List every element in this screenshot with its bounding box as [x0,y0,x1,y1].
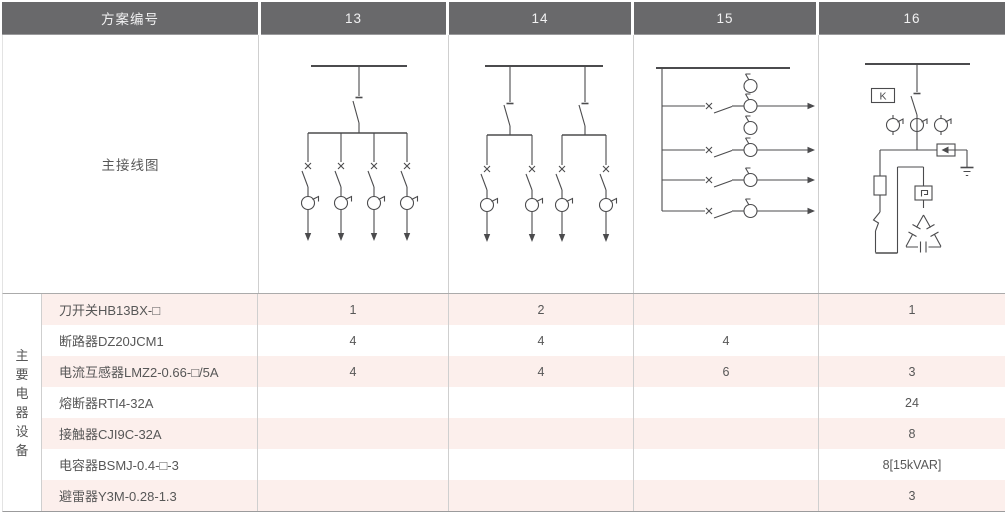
diagram-cell-13 [258,35,448,293]
scheme-13-diagram [300,65,419,242]
equipment-name: 熔断器RTI4-32A [42,387,258,418]
qty-16: 8[15kVAR] [818,449,1005,480]
table-row: 电流互感器LMZ2-0.66-□/5A 4 4 6 3 [42,356,1005,387]
table-row: 避雷器Y3M-0.28-1.3 3 [42,480,1005,511]
qty-16: 3 [818,356,1005,387]
qty-14: 4 [448,356,633,387]
header-scheme-13: 13 [261,2,446,35]
header-scheme-14: 14 [449,2,631,35]
contactor-box [914,185,933,201]
qty-13 [258,387,448,418]
qty-13 [258,480,448,511]
diagram-row-label: 主接线图 [101,158,160,173]
table-row: 电容器BSMJ-0.4-□-3 8[15kVAR] [42,449,1005,480]
qty-15 [633,294,818,325]
side-label: 主要电器设备 [15,347,29,458]
qty-13: 4 [349,364,357,379]
qty-13: 4 [349,333,357,348]
qty-14: 2 [448,294,633,325]
qty-15: 4 [633,325,818,356]
equipment-section: 主要电器设备 刀开关HB13BX-□ 1 2 1 断路器DZ20JCM1 4 4… [2,293,1005,512]
diagram-row: 主接线图 [2,35,1005,293]
scheme-15-diagram [656,67,816,219]
header-scheme-15: 15 [634,2,816,35]
qty-14 [448,387,633,418]
qty-16: 3 [818,480,1005,511]
equipment-name: 电容器BSMJ-0.4-□-3 [42,449,258,480]
delta-capacitor-bank [906,241,941,253]
scheme-14-diagram [479,65,618,243]
k-relay-label: K [880,91,887,103]
header-scheme-16: 16 [819,2,1005,35]
qty-16: 1 [818,294,1005,325]
k-relay-box [870,87,896,104]
equipment-name: 电流互感器LMZ2-0.66-□/5A [42,356,258,387]
fuse-symbol [873,175,887,196]
equipment-name: 接触器CJI9C-32A [42,418,258,449]
table-row: 熔断器RTI4-32A 24 [42,387,1005,418]
qty-15 [633,480,818,511]
equipment-name: 刀开关HB13BX-□ [42,294,258,325]
qty-14: 4 [448,325,633,356]
qty-16: 24 [818,387,1005,418]
qty-16: 8 [818,418,1005,449]
header-scheme-label: 方案编号 [2,2,258,35]
qty-14 [448,480,633,511]
qty-13: 1 [349,302,357,317]
qty-15 [633,387,818,418]
qty-16 [818,325,1005,356]
qty-14 [448,449,633,480]
diagram-cell-15 [633,35,818,293]
qty-15: 6 [633,356,818,387]
equipment-name: 避雷器Y3M-0.28-1.3 [42,480,258,511]
qty-15 [633,449,818,480]
qty-14 [448,418,633,449]
qty-15 [633,418,818,449]
table-header-row: 方案编号 13 14 15 16 [2,2,1005,35]
scheme-16-diagram: K [865,63,974,254]
table-row: 接触器CJI9C-32A 8 [42,418,1005,449]
table-row: 断路器DZ20JCM1 4 4 4 [42,325,1005,356]
equipment-rows: 刀开关HB13BX-□ 1 2 1 断路器DZ20JCM1 4 4 4 电流互感… [42,294,1005,511]
qty-13 [258,418,448,449]
qty-13 [258,449,448,480]
side-label-cell: 主要电器设备 [3,294,42,511]
diagram-cell-16: K [818,35,1005,293]
table-row: 刀开关HB13BX-□ 1 2 1 [42,294,1005,325]
equipment-name: 断路器DZ20JCM1 [42,325,258,356]
diagram-cell-14 [448,35,633,293]
